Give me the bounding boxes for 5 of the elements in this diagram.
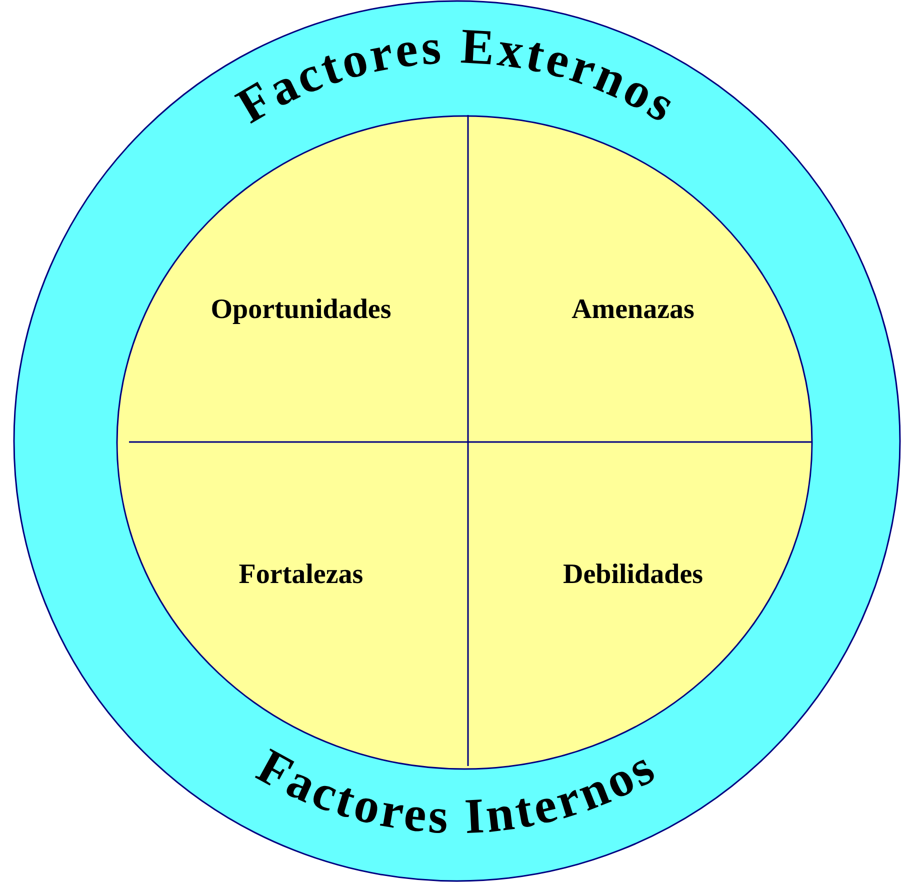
ring-label: Factores Internos [248, 737, 666, 844]
quadrant-label: Fortalezas [238, 559, 364, 591]
quadrant-label: Oportunidades [210, 294, 392, 326]
quadrant-label: Amenazas [572, 294, 694, 326]
quadrant-label: Debilidades [562, 559, 704, 591]
